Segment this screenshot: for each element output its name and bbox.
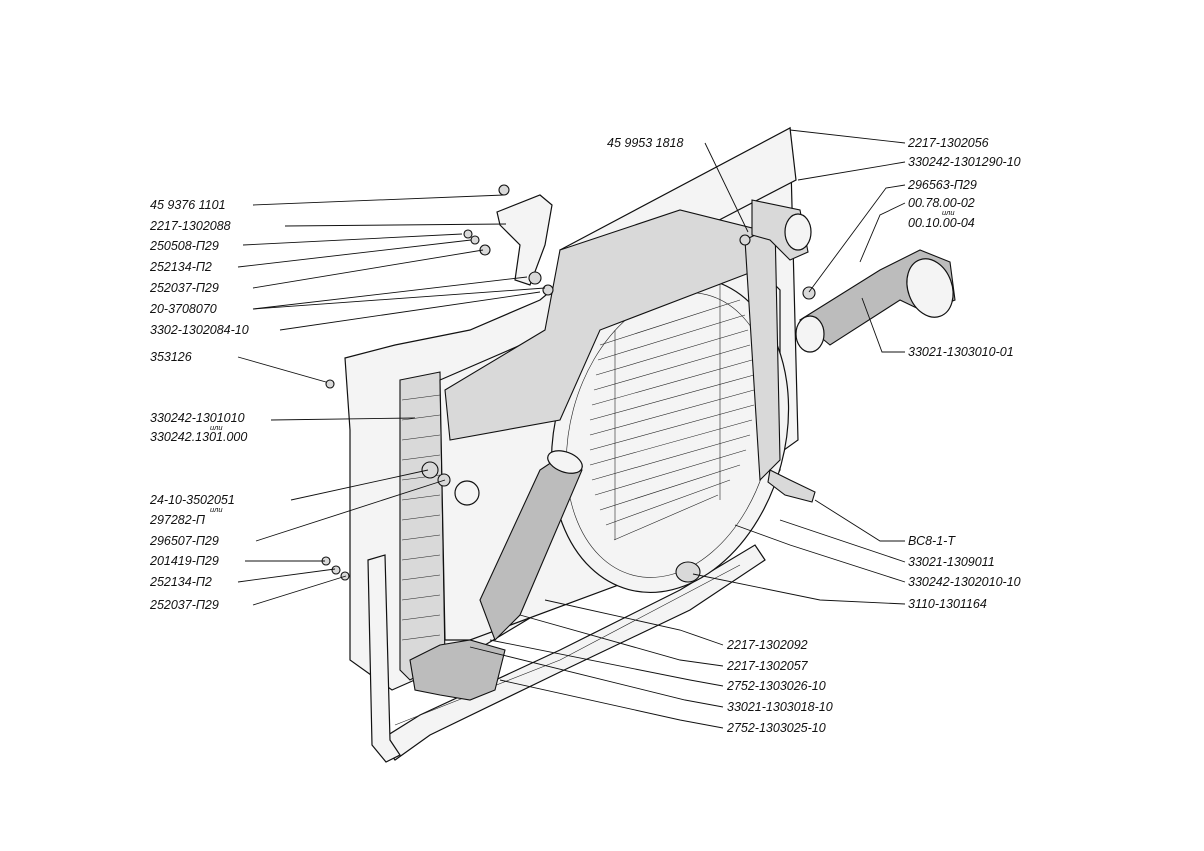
label-330242-1301290-10: 330242-1301290-10 — [908, 155, 1021, 169]
label-3110-1301164: 3110-1301164 — [908, 597, 987, 611]
clip — [325, 379, 335, 389]
bolt — [498, 184, 510, 196]
label-2217-1302092: 2217-1302092 — [726, 638, 808, 652]
label-3302-1302084-10: 3302-1302084-10 — [150, 323, 249, 337]
label-ili-2: или — [210, 505, 223, 514]
label-330242-1301010: 330242-1301010 — [150, 411, 245, 425]
label-330242-1302010-10: 330242-1302010-10 — [908, 575, 1021, 589]
label-252037-p29-bottom: 252037-П29 — [149, 598, 219, 612]
lower-hose — [479, 459, 583, 641]
label-296507-p29: 296507-П29 — [149, 534, 219, 548]
washer — [331, 565, 341, 575]
label-45-9376-1101: 45 9376 1101 — [150, 198, 226, 212]
top-bracket — [496, 194, 553, 286]
label-250508-p29: 250508-П29 — [149, 239, 219, 253]
label-vs8-1-t: ВС8-1-Т — [908, 534, 956, 548]
label-252037-p29-top: 252037-П29 — [149, 281, 219, 295]
plug — [802, 286, 816, 300]
label-252134-p2-top: 252134-П2 — [149, 260, 212, 274]
label-353126: 353126 — [150, 350, 192, 364]
label-33021-1303018-10: 33021-1303018-10 — [727, 700, 833, 714]
washer — [463, 229, 473, 239]
label-201419-p29: 201419-П29 — [149, 554, 219, 568]
washer — [470, 235, 480, 245]
grommet — [528, 271, 542, 285]
drain-plug — [421, 461, 439, 479]
label-2217-1302088: 2217-1302088 — [149, 219, 231, 233]
bottom-frame — [379, 544, 766, 761]
label-00-10-00-04: 00.10.00-04 — [908, 216, 975, 230]
label-297282-p: 297282-П — [149, 513, 206, 527]
washer — [479, 244, 491, 256]
clamp — [739, 234, 751, 246]
label-24-10-3502051: 24-10-3502051 — [149, 493, 235, 507]
label-2217-1302057: 2217-1302057 — [726, 659, 809, 673]
label-252134-p2-bottom: 252134-П2 — [149, 575, 212, 589]
nut — [542, 284, 554, 296]
leader-lines — [237, 129, 906, 729]
label-2752-1303026-10: 2752-1303026-10 — [726, 679, 826, 693]
filler-plug — [454, 480, 480, 506]
labels-left: 45 9376 1101 2217-1302088 250508-П29 252… — [149, 198, 249, 612]
labels-right: 45 9953 1818 2217-1302056 330242-1301290… — [607, 136, 1021, 735]
lower-elbow-hose — [409, 639, 506, 701]
label-33021-1309011: 33021-1309011 — [908, 555, 995, 569]
label-45-9953-1818: 45 9953 1818 — [607, 136, 684, 150]
label-2217-1302056: 2217-1302056 — [907, 136, 989, 150]
label-ili-3: или — [942, 208, 955, 217]
assembly-drawing — [321, 126, 956, 763]
drain-cock — [767, 469, 816, 503]
label-33021-1303010-01: 33021-1303010-01 — [908, 345, 1014, 359]
label-296563-p29: 296563-П29 — [907, 178, 977, 192]
label-00-78-00-02: 00.78.00-02 — [908, 196, 975, 210]
label-330242-1301-000: 330242.1301.000 — [150, 430, 247, 444]
label-2752-1303025-10: 2752-1303025-10 — [726, 721, 826, 735]
cushion — [675, 561, 701, 583]
left-bracket — [367, 554, 401, 763]
label-ili-1: или — [210, 423, 223, 432]
label-20-3708070: 20-3708070 — [149, 302, 217, 316]
